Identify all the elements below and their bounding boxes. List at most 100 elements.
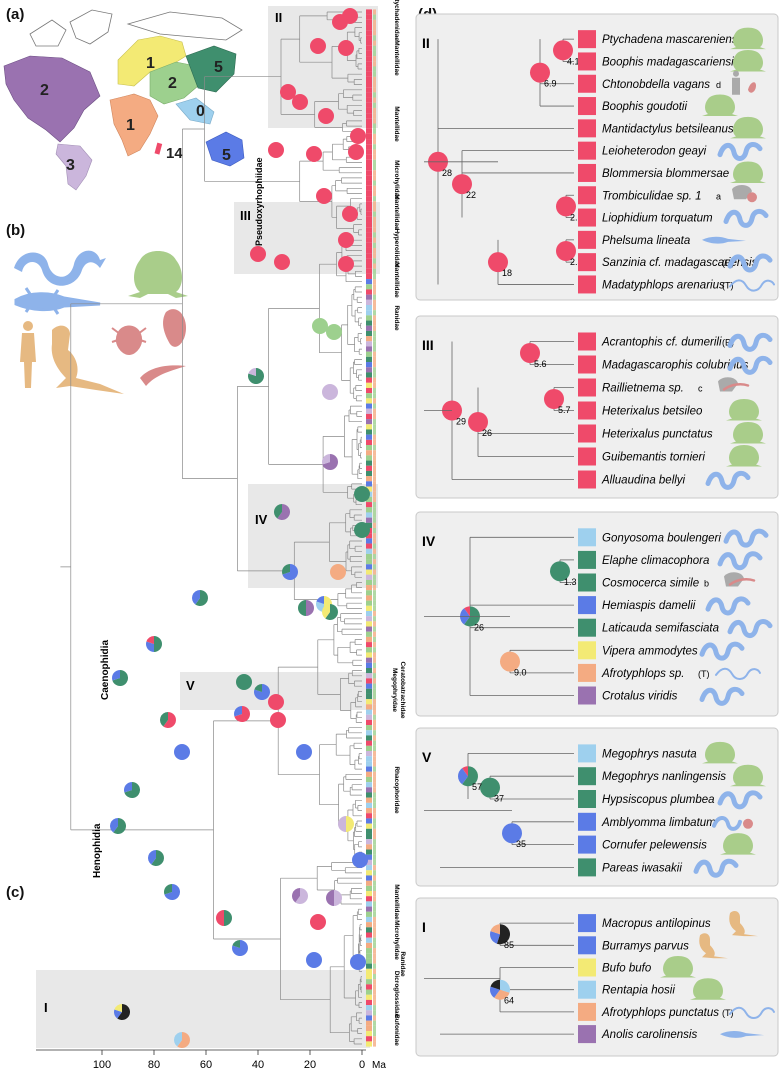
taxon-name: Boophis madagascariensis [602,56,740,68]
tip-color-cell [366,346,372,352]
ancestral-state-pie [110,818,127,834]
tip-color-cell [366,688,372,694]
region-north-america [3,55,101,143]
tip-color-cell [366,408,372,414]
taxon-name: Cornufer pelewensis [602,840,707,852]
tip-host-cell [373,367,376,373]
ancestral-state-pie [310,38,326,54]
ancestral-state-pie [544,389,564,409]
tip-color-cell [366,948,372,954]
pie-slice [316,601,324,612]
pie-slice [322,454,330,465]
ancestral-state-pie [490,979,510,1000]
tip-host-cell [373,870,376,876]
tip-host-cell [373,377,376,383]
taxon-name: Vipera ammodytes [602,645,698,657]
tip-host-cell [373,133,376,140]
map-count-madagascar: 14 [166,145,183,162]
pie-slice [350,954,366,970]
ancestral-state-pie [338,40,354,56]
pie-slice [160,712,168,727]
ancestral-state-pie [112,670,129,687]
kangaroo-icon [51,325,124,394]
ancestral-state-pie [174,744,190,760]
taxon-tag: b [704,579,709,589]
family-label: Hyperoliidae [393,228,400,267]
pie-slice [322,384,338,400]
tip-color-cell [366,387,372,394]
ancestral-state-pie [310,914,326,930]
subtree-box [415,315,779,499]
tip-color-cell [366,35,372,41]
pie-slice [306,952,322,968]
tip-host-cell [373,984,376,990]
tip-color-cell [366,787,372,793]
tip-color-cell [366,973,372,980]
tip-region-square [578,528,596,547]
tip-region-square [578,980,596,999]
axis-unit-label: Ma [372,1060,386,1071]
tip-color-cell [366,595,372,601]
tip-color-cell [366,289,372,295]
tip-color-cell [366,984,372,990]
clade-box-label: I [44,1000,48,1015]
tip-color-cell [366,434,372,440]
tip-host-cell [373,813,376,819]
axis-tick-label: 20 [304,1059,316,1071]
tip-host-cell [373,476,376,482]
tip-color-cell [366,118,372,124]
tip-host-cell [373,579,376,586]
tip-host-cell [373,740,376,746]
family-label: Megophryidae [391,668,398,712]
tip-color-cell [366,159,372,165]
tip-region-square [578,767,596,786]
tip-host-cell [373,802,376,809]
tip-host-cell [373,564,376,570]
tip-host-cell [373,102,376,108]
pie-slice [174,744,190,760]
tip-host-cell [373,963,376,969]
frog-icon [690,978,726,1000]
node-age-label: 18 [502,268,512,278]
ancestral-state-pie [322,604,339,620]
tip-color-cell [366,517,372,523]
node-age-label: 37 [494,794,504,804]
tip-host-cell [373,906,376,912]
taxon-name: Leioheterodon geayi [602,146,707,158]
greenland-outline [69,9,113,45]
tip-color-cell [366,968,372,974]
map-count-africa: 1 [126,117,135,134]
taxon-name: Acrantophis cf. dumerili [601,337,722,349]
tip-color-cell [366,854,372,860]
tip-color-cell [366,647,372,653]
tip-color-cell [366,455,372,461]
tip-host-cell [373,761,376,767]
tip-host-cell [373,527,376,534]
tip-color-cell [366,636,372,643]
leech-icon [163,309,186,347]
tip-host-cell [373,771,376,777]
tip-host-cell [373,735,376,741]
taxon-tag: (T) [698,669,710,679]
tip-color-cell [366,61,372,67]
pie-slice [354,486,370,502]
tip-host-cell [373,595,376,601]
organism-legend [14,250,188,394]
node-age-label: 64 [504,996,514,1006]
tip-color-cell [366,569,372,575]
pie-slice [490,924,500,935]
family-label: Mantellidae [393,194,400,230]
tip-color-cell [366,50,372,57]
taxon-name: Macropus antilopinus [602,918,711,930]
tip-host-cell [373,683,376,689]
snake-icon [693,858,739,878]
tip-color-cell [366,149,372,155]
tip-host-cell [373,901,376,907]
family-label: Dicroglossidae [393,971,400,1018]
tip-color-cell [366,916,372,923]
tip-color-cell [366,600,372,606]
subtree-label: III [422,337,434,353]
tip-color-cell [366,942,372,949]
tip-color-cell [366,336,372,342]
tip-host-cell [373,393,376,399]
